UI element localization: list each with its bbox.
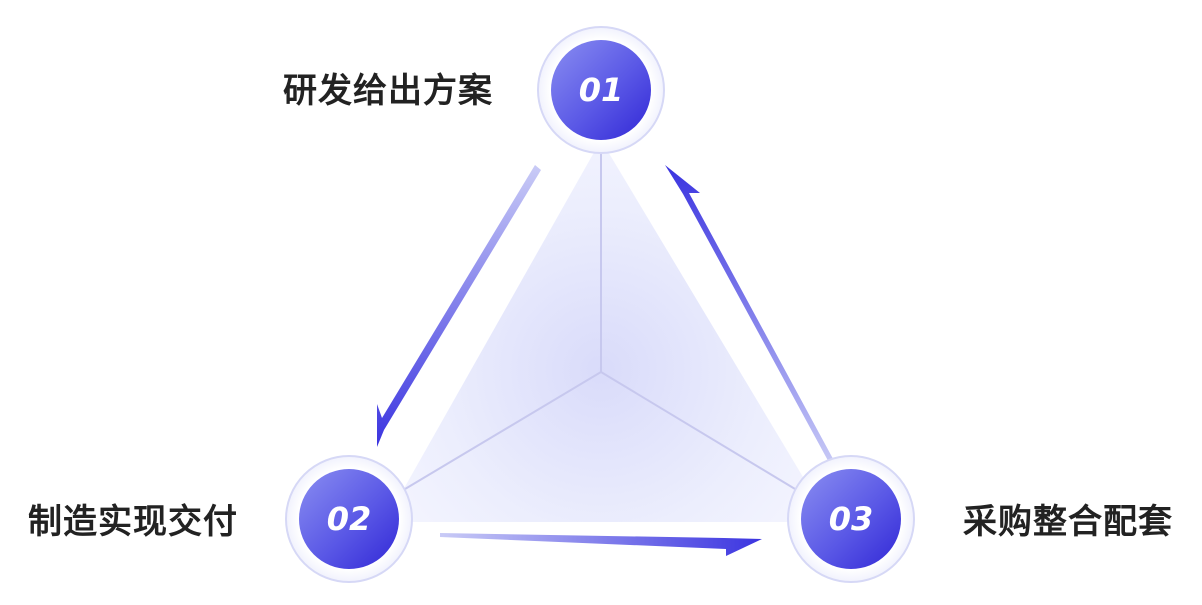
triangle-area: [385, 140, 830, 522]
step-node-3: 03: [787, 455, 915, 583]
step-number-3: 03: [829, 500, 874, 538]
step-number-1: 01: [579, 71, 624, 109]
step-node-2: 02: [285, 455, 413, 583]
connector-line-2: [394, 371, 602, 496]
step-label-2: 制造实现交付: [28, 502, 238, 542]
arrow-2-to-3: [440, 533, 762, 556]
connector-line-3: [600, 371, 806, 496]
step-label-1: 研发给出方案: [283, 71, 493, 111]
step-node-1: 01: [537, 26, 665, 154]
step-label-3: 采购整合配套: [963, 502, 1173, 542]
arrow-1-to-2: [377, 165, 541, 447]
step-number-2: 02: [327, 500, 372, 538]
arrow-3-to-1: [665, 165, 838, 468]
